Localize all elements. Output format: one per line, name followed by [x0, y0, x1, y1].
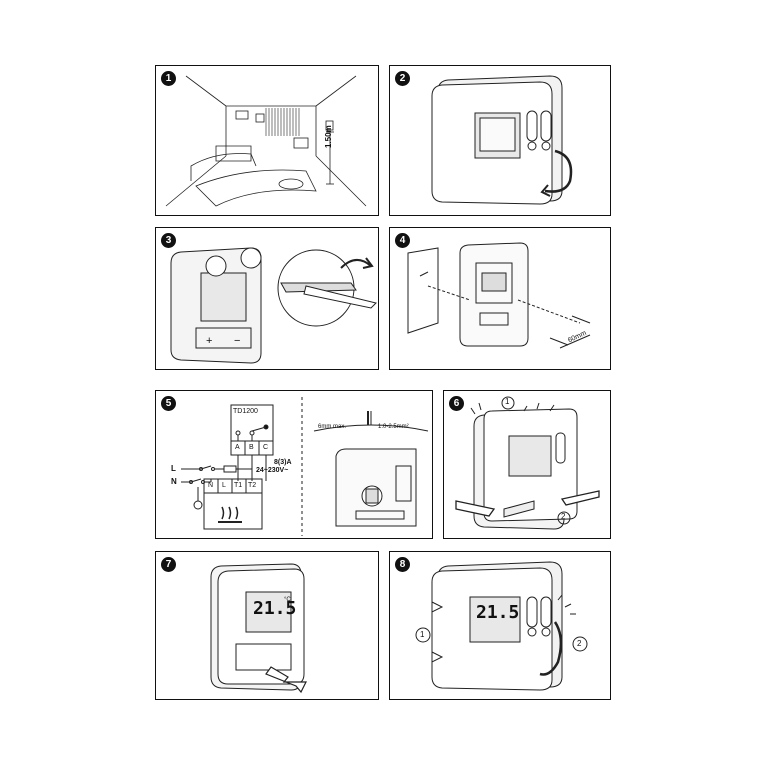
terminal-a-label: A: [235, 444, 240, 451]
battery-tab-illustration: [210, 563, 307, 694]
terminal-t2-label: T2: [248, 482, 257, 489]
temperature-unit: °C: [284, 597, 291, 603]
step-number: 7: [161, 557, 176, 572]
mounting-height-label: 1.50m: [324, 125, 333, 148]
step-6-panel: 6 1 2: [443, 390, 611, 539]
svg-text:−: −: [234, 335, 240, 347]
reset-illustration: [415, 561, 588, 691]
terminal-t1-label: T1: [234, 482, 243, 489]
open-housing-illustration: + −: [170, 247, 377, 364]
step-number: 6: [449, 396, 464, 411]
callout-1: 1: [505, 397, 510, 406]
temperature-display: 21.5: [253, 598, 297, 619]
thermostat-front-illustration: [431, 75, 573, 205]
terminal-b-label: B: [249, 444, 254, 451]
step-number: 1: [161, 71, 176, 86]
rating-current-label: 8(3)A: [274, 459, 292, 466]
terminal-l-label: L: [222, 482, 226, 489]
step-number: 4: [395, 233, 410, 248]
callout-1: 1: [420, 630, 425, 639]
room-illustration: [165, 75, 367, 207]
step-7-panel: 7 21.5 °C: [155, 551, 379, 700]
terminal-n-label: N: [208, 482, 214, 489]
terminal-c-label: C: [263, 444, 269, 451]
rating-voltage-label: 24~230V~: [256, 467, 289, 474]
callout-2: 2: [577, 639, 582, 648]
model-label: TD1200: [233, 408, 258, 415]
step-number: 5: [161, 396, 176, 411]
clip-on-illustration: [455, 396, 600, 530]
step-4-panel: 4 60mm: [389, 227, 611, 370]
svg-text:+: +: [206, 335, 212, 347]
step-2-panel: 2: [389, 65, 611, 216]
wire-size-label: 1.0-2.5mm²: [378, 424, 409, 430]
step-1-panel: 1 1.50m: [155, 65, 379, 216]
wall-mount-illustration: [407, 242, 591, 349]
step-3-panel: 3 + −: [155, 227, 379, 370]
strip-length-label: 6mm max.: [318, 424, 347, 430]
step-number: 3: [161, 233, 176, 248]
callout-2: 2: [561, 512, 566, 521]
step-5-panel: 5 TD1200 A B C 8(3)A 24~230V~ L N N L T1: [155, 390, 433, 539]
wiring-diagram: [181, 397, 429, 536]
live-label: L: [171, 464, 176, 473]
neutral-label: N: [171, 477, 177, 486]
step-number: 8: [395, 557, 410, 572]
step-8-panel: 8 21.5 1 2: [389, 551, 611, 700]
temperature-display: 21.5: [476, 602, 520, 623]
step-number: 2: [395, 71, 410, 86]
